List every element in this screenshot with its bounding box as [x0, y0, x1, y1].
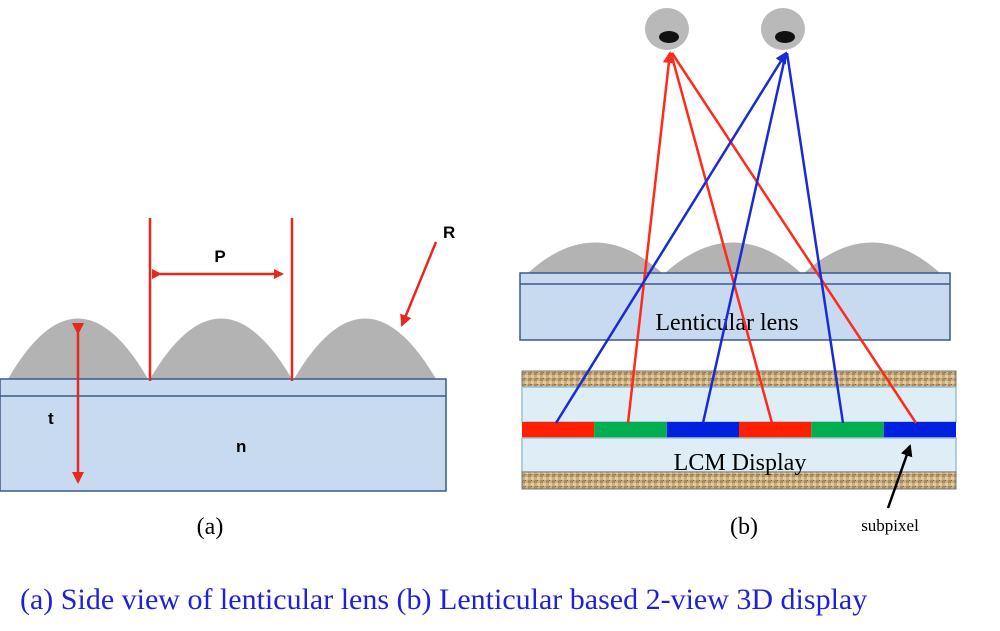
lens-dome-2 [150, 318, 292, 379]
ray-blue-3 [785, 52, 845, 424]
figure-caption: (a) Side view of lenticular lens (b) Len… [20, 583, 868, 616]
subpixel-2 [594, 422, 667, 438]
panel-a: P R t n (a) [0, 218, 455, 540]
index-label: n [236, 437, 246, 456]
radius-arrow [400, 241, 438, 327]
ray-red-3 [670, 52, 918, 424]
subpixel-label: subpixel [861, 516, 919, 535]
subpixel-row [522, 422, 956, 438]
ray-blue-1 [554, 51, 788, 424]
subpixel-4 [739, 422, 812, 438]
panel-a-caption: (a) [197, 514, 224, 540]
ray-red-1 [626, 51, 675, 424]
panel-b: Lenticular lens LCM Display subpixel (b) [519, 8, 957, 540]
bottom-polarizer [521, 471, 957, 490]
panel-b-caption: (b) [730, 514, 758, 540]
thickness-label: t [48, 409, 54, 428]
left-eye-icon [645, 8, 689, 50]
display-label: LCM Display [674, 450, 807, 476]
ray-red-2 [669, 52, 774, 424]
subpixel-5 [811, 422, 884, 438]
subpixel-1 [522, 422, 595, 438]
lens-dome-3 [294, 318, 436, 379]
subpixel-6 [883, 422, 956, 438]
lenticular-dome-2 [665, 242, 801, 273]
pitch-label: P [214, 247, 225, 266]
subpixel-pointer-arrow [886, 444, 913, 509]
ray-blue-2 [701, 52, 788, 424]
lenticular-dome-3 [804, 242, 940, 273]
right-eye-icon [761, 8, 805, 50]
radius-label: R [443, 223, 455, 242]
upper-glass [521, 386, 957, 423]
subpixel-3 [666, 422, 739, 438]
lenticular-dome-1 [528, 242, 662, 273]
